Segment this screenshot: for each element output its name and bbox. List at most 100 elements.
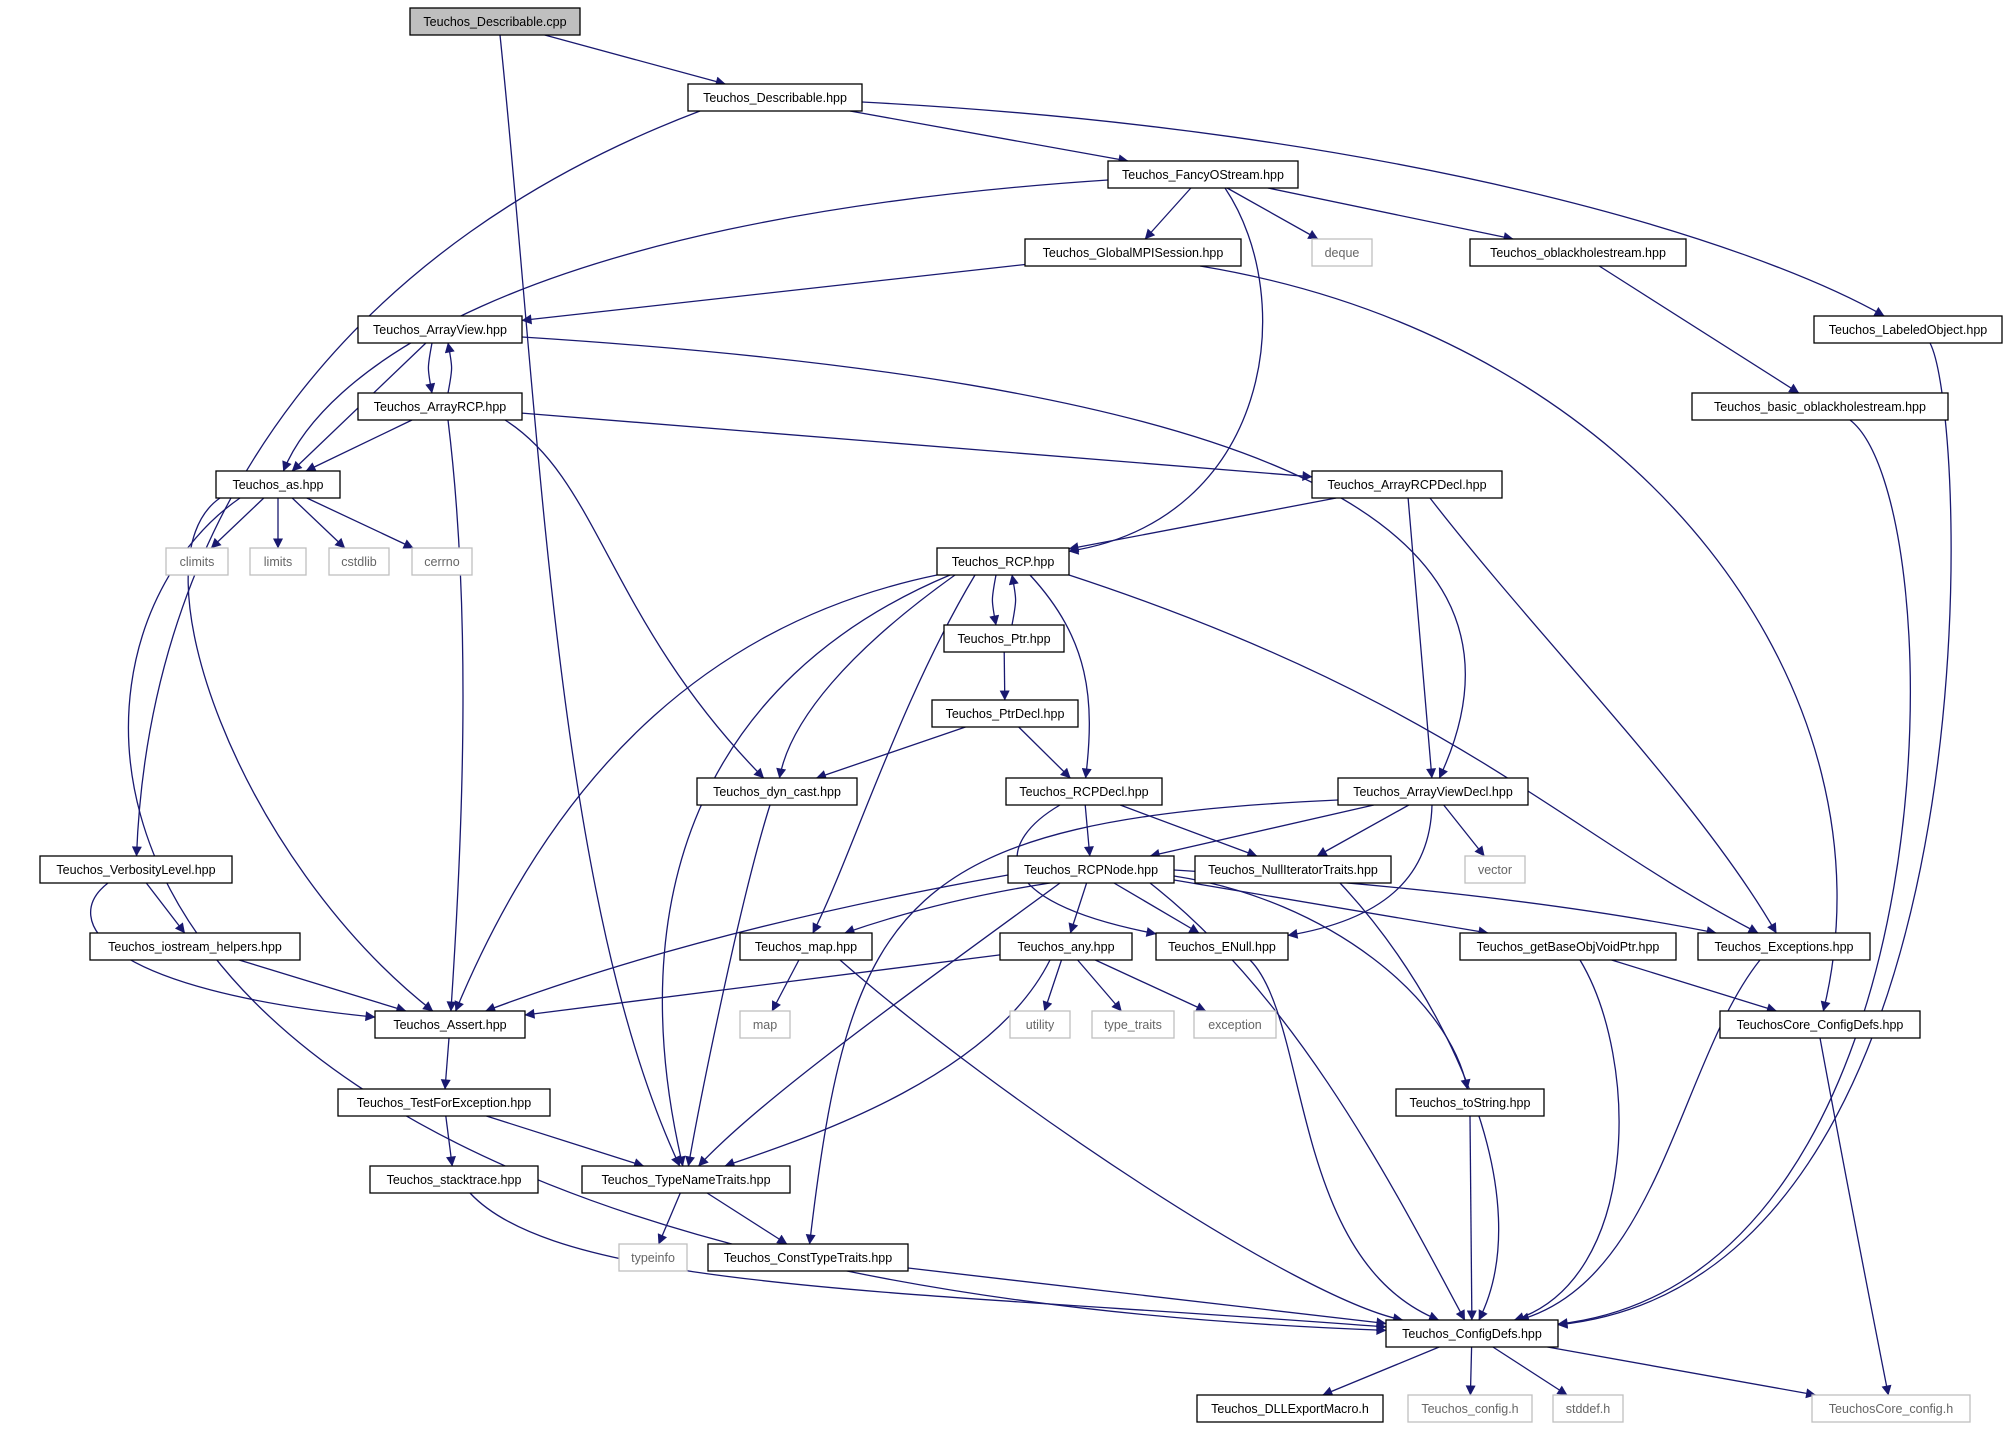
edge-line (1029, 574, 1092, 779)
node-box (1155, 932, 1289, 961)
node-label: Teuchos_oblackholestream.hpp (1490, 246, 1666, 260)
node-nulliter[interactable]: Teuchos_NullIteratorTraits.hpp (1194, 855, 1392, 884)
node-arrayview[interactable]: Teuchos_ArrayView.hpp (357, 315, 523, 344)
edge-line (305, 419, 413, 472)
node-iostream-helpers[interactable]: Teuchos_iostream_helpers.hpp (89, 932, 301, 961)
edge-describable_hpp-to-labeledobject (861, 101, 1885, 317)
node-assert[interactable]: Teuchos_Assert.hpp (374, 1010, 526, 1039)
node-box (1813, 315, 2003, 344)
edge-line (1518, 959, 1761, 1323)
edge-as-to-climits (210, 497, 265, 549)
edge-iostream_helpers-to-assert (238, 959, 407, 1014)
edge-fancyostream-to-oblackhole (1267, 187, 1514, 242)
edge-rcpnode-to-typenametraits (698, 882, 1061, 1167)
node-globalmpi[interactable]: Teuchos_GlobalMPISession.hpp (1024, 238, 1242, 267)
node-label: Teuchos_basic_oblackholestream.hpp (1714, 400, 1926, 414)
node-rcpdecl[interactable]: Teuchos_RCPDecl.hpp (1005, 777, 1163, 806)
edge-configdefs-to-core_config_h (1547, 1346, 1817, 1399)
node-describable-hpp[interactable]: Teuchos_Describable.hpp (687, 83, 863, 112)
node-rcpnode[interactable]: Teuchos_RCPNode.hpp (1007, 855, 1175, 884)
node-verbosity[interactable]: Teuchos_VerbosityLevel.hpp (39, 855, 233, 884)
node-label: Teuchos_RCPNode.hpp (1024, 863, 1158, 877)
node-dyn-cast[interactable]: Teuchos_dyn_cast.hpp (696, 777, 858, 806)
node-tostring[interactable]: Teuchos_toString.hpp (1395, 1088, 1545, 1117)
node-dllexport[interactable]: Teuchos_DLLExportMacro.h (1196, 1394, 1384, 1423)
node-arrayviewdecl[interactable]: Teuchos_ArrayViewDecl.hpp (1337, 777, 1529, 806)
node-stacktrace[interactable]: Teuchos_stacktrace.hpp (369, 1165, 539, 1194)
node-label: limits (264, 555, 292, 569)
node-box (1385, 1319, 1559, 1348)
node-fancyostream[interactable]: Teuchos_FancyOStream.hpp (1107, 160, 1299, 189)
edge-line (444, 342, 455, 394)
node-box (215, 470, 341, 499)
node-box (707, 1243, 909, 1272)
node-labeledobject[interactable]: Teuchos_LabeledObject.hpp (1813, 315, 2003, 344)
node-arrayrcpdecl[interactable]: Teuchos_ArrayRCPDecl.hpp (1311, 470, 1503, 499)
edge-line (1443, 804, 1485, 857)
edge-as-to-assert (187, 497, 434, 1012)
edge-line (131, 110, 701, 857)
node-label: Teuchos_RCP.hpp (952, 555, 1055, 569)
edge-rcpnode-to-tostring (1173, 875, 1471, 1090)
node-box (409, 7, 581, 36)
node-box (1009, 1010, 1071, 1039)
edge-line (145, 882, 186, 934)
node-oblackhole[interactable]: Teuchos_oblackholestream.hpp (1469, 238, 1687, 267)
edge-arrayview-to-arrayviewdecl (521, 336, 1467, 779)
edge-describable_cpp-to-typenametraits (499, 34, 681, 1167)
edge-line (1287, 804, 1433, 939)
edge-line (1068, 497, 1337, 553)
node-label: Teuchos_Describable.cpp (423, 15, 566, 29)
edge-map_hpp-to-map_sys (771, 959, 800, 1012)
node-testforexception[interactable]: Teuchos_TestForException.hpp (337, 1088, 551, 1117)
node-box (1811, 1394, 1971, 1423)
node-stddef: stddef.h (1552, 1394, 1624, 1423)
edge-line (661, 574, 951, 1167)
node-map-hpp[interactable]: Teuchos_map.hpp (739, 932, 873, 961)
edge-typenametraits-to-consttypetraits (706, 1192, 788, 1245)
node-box (328, 547, 390, 576)
node-basic-oblackhole[interactable]: Teuchos_basic_oblackholestream.hpp (1691, 392, 1949, 421)
edge-configdefs-to-stddef (1492, 1346, 1568, 1396)
node-label: cstdlib (341, 555, 376, 569)
node-any[interactable]: Teuchos_any.hpp (999, 932, 1133, 961)
edge-line (849, 110, 1129, 165)
edge-line (521, 263, 1026, 325)
node-enull[interactable]: Teuchos_ENull.hpp (1155, 932, 1289, 961)
edge-line (1557, 342, 1952, 1329)
node-core-configdefs[interactable]: TeuchosCore_ConfigDefs.hpp (1719, 1010, 1921, 1039)
edge-stacktrace-to-configdefs (469, 1192, 1387, 1332)
edge-line (425, 342, 436, 394)
node-describable-cpp[interactable]: Teuchos_Describable.cpp (409, 7, 581, 36)
node-box (249, 547, 307, 576)
node-ptr[interactable]: Teuchos_Ptr.hpp (943, 624, 1065, 653)
edge-line (1144, 187, 1192, 240)
node-box (357, 315, 523, 344)
edge-arrayrcp-to-arrayview (444, 342, 455, 394)
node-rcp[interactable]: Teuchos_RCP.hpp (936, 547, 1070, 576)
edge-ptr-to-rcp (1008, 574, 1019, 626)
node-exceptions[interactable]: Teuchos_Exceptions.hpp (1697, 932, 1871, 961)
edge-arrayrcp-to-arrayrcpdecl (521, 412, 1313, 482)
edge-line (698, 882, 1061, 1167)
node-label: cerrno (424, 555, 459, 569)
edge-line (1557, 419, 1911, 1328)
node-getbase[interactable]: Teuchos_getBaseObjVoidPtr.hpp (1459, 932, 1677, 961)
edge-globalmpi-to-core_configdefs (1199, 265, 1838, 1012)
edge-labeledobject-to-configdefs (1557, 342, 1952, 1329)
edge-line (291, 497, 346, 549)
node-arrayrcp[interactable]: Teuchos_ArrayRCP.hpp (357, 392, 523, 421)
edge-arrayviewdecl-to-rcpnode (1149, 804, 1374, 859)
node-cerrno: cerrno (411, 547, 473, 576)
node-consttypetraits[interactable]: Teuchos_ConstTypeTraits.hpp (707, 1243, 909, 1272)
edge-line (1149, 804, 1374, 859)
node-ptrdecl[interactable]: Teuchos_PtrDecl.hpp (931, 699, 1079, 728)
edge-line (1113, 882, 1200, 934)
node-as[interactable]: Teuchos_as.hpp (215, 470, 341, 499)
edge-any-to-assert (524, 954, 1001, 1019)
edge-line (1611, 959, 1777, 1013)
node-configdefs[interactable]: Teuchos_ConfigDefs.hpp (1385, 1319, 1559, 1348)
node-typenametraits[interactable]: Teuchos_TypeNameTraits.hpp (581, 1165, 791, 1194)
edge-line (657, 1192, 681, 1245)
edge-rcp-to-assert (454, 574, 938, 1012)
